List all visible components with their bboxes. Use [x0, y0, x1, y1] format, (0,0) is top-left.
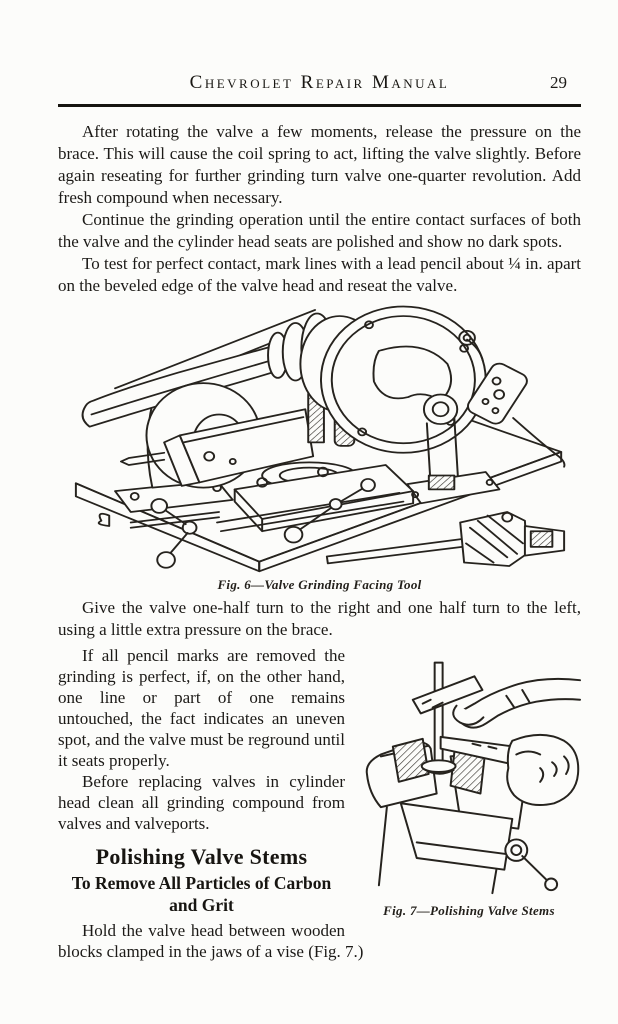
page-header: Chevrolet Repair Manual 29 [58, 72, 581, 96]
closing-paragraph: Hold the valve head between wooden block… [58, 921, 364, 961]
page-number: 29 [550, 73, 567, 92]
running-title: Chevrolet Repair Manual [189, 72, 450, 93]
intro-text-block: After rotating the valve a few moments, … [58, 121, 581, 297]
fig6-illustration [74, 305, 565, 573]
fig7-illustration [365, 661, 581, 895]
two-column-section: Fig. 7—Polishing Valve Stems If all penc… [58, 645, 581, 962]
section-heading: Polishing Valve Stems [95, 844, 308, 869]
intro-paragraph: To test for perfect contact, mark lines … [58, 254, 581, 295]
figure-6: Fig. 6—Valve Grinding Facing Tool [58, 303, 581, 593]
column-paragraph: If all pencil marks are removed the grin… [58, 646, 345, 770]
column-paragraph: Before replacing valves in cylinder head… [58, 772, 345, 833]
intro-paragraph: Continue the grinding operation until th… [58, 210, 581, 251]
header-rule [58, 104, 581, 107]
figure-7: Fig. 7—Polishing Valve Stems [357, 647, 581, 919]
figure-6-caption: Fig. 6—Valve Grinding Facing Tool [217, 577, 422, 592]
intro-paragraph: After rotating the valve a few moments, … [58, 122, 581, 207]
section-subheading: To Remove All Particles of Carbon and Gr… [71, 873, 332, 915]
mid-paragraph: Give the valve one-half turn to the righ… [58, 598, 581, 639]
figure-7-caption: Fig. 7—Polishing Valve Stems [383, 903, 555, 918]
